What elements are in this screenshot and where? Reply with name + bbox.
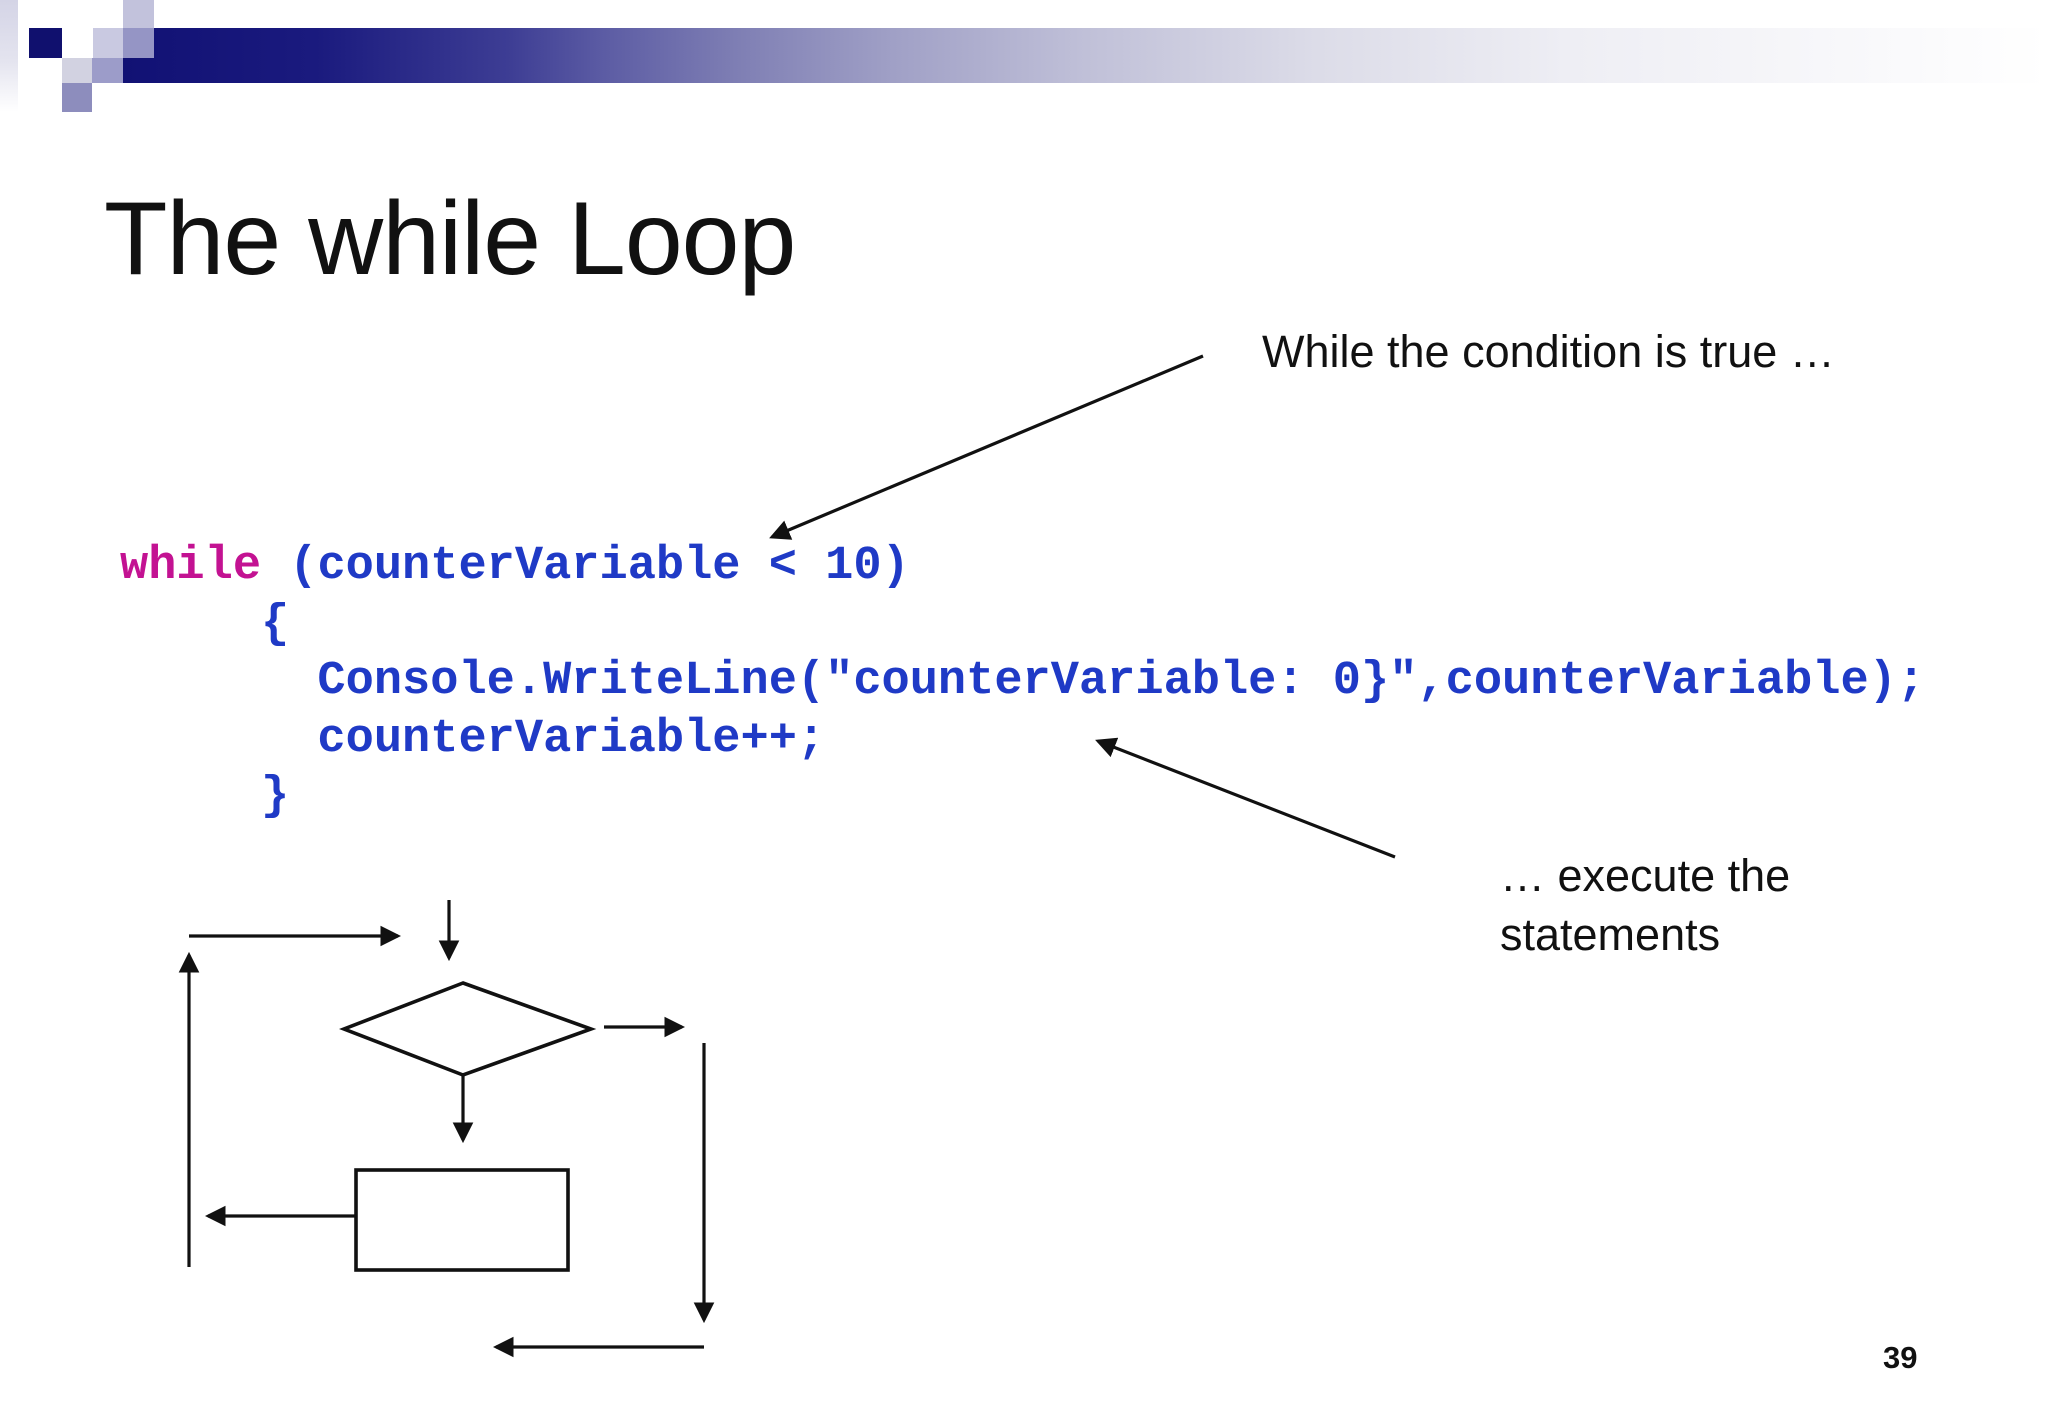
code-line: } (120, 768, 1925, 826)
code-segment-code: counterVariable++; (120, 712, 826, 766)
flow-process-rect (354, 1168, 570, 1272)
code-line: Console.WriteLine("counterVariable: 0}",… (120, 653, 1925, 711)
header-gradient-bar (123, 28, 2048, 83)
annotation-condition: While the condition is true … (1262, 326, 1835, 377)
page-number: 39 (1883, 1340, 1918, 1375)
code-segment-code: } (120, 770, 290, 823)
decoration-square (92, 58, 123, 83)
code-segment-code: Console.WriteLine("counterVariable: 0}",… (120, 655, 1926, 708)
code-block: while (counterVariable < 10) { Console.W… (120, 538, 1925, 826)
execute-arrow (1095, 737, 1396, 859)
code-segment-code: { (120, 597, 290, 651)
condition-arrow (769, 354, 1204, 540)
annotation-execute: … execute the statements (1500, 846, 1790, 964)
code-segment-keyword: while (120, 540, 262, 593)
decoration-square (62, 58, 92, 83)
code-line: { (120, 596, 1925, 654)
code-line: counterVariable++; (120, 711, 1925, 769)
flow-decision-diamond (339, 981, 597, 1077)
decoration-square (93, 28, 123, 58)
decoration-square-navy (29, 28, 62, 58)
code-segment-code: (counterVariable < 10) (261, 540, 910, 593)
annotation-execute-line2: statements (1500, 909, 1721, 960)
decoration-square (123, 28, 154, 58)
decoration-square (123, 0, 154, 28)
header-left-strip (0, 0, 18, 112)
slide-title: The while Loop (104, 181, 796, 297)
annotation-execute-line1: … execute the (1500, 850, 1791, 901)
decoration-square (62, 83, 92, 112)
code-line: while (counterVariable < 10) (120, 538, 1925, 596)
